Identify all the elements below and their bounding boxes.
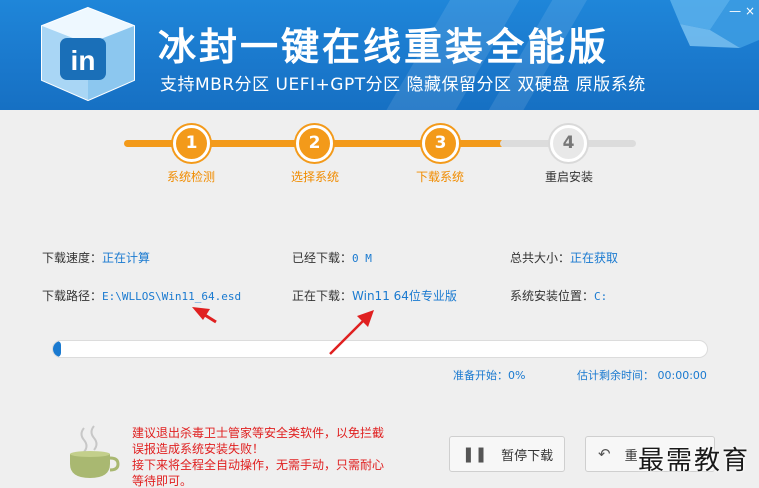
total-size: 总共大小：正在获取	[510, 249, 618, 266]
coffee-cup-icon	[70, 425, 120, 478]
install-location-value: C:	[594, 290, 608, 303]
download-path-value: E:\WLLOS\Win11_64.esd	[102, 290, 242, 303]
download-speed-value: 正在计算	[102, 251, 151, 265]
step-1-label: 系统检测	[166, 170, 215, 184]
step-2-circle: 2	[296, 125, 333, 162]
step-3-label: 下载系统	[415, 170, 464, 184]
crystal-decoration-icon	[670, 0, 759, 48]
logo-text: in	[71, 45, 96, 76]
current-download: 正在下载：Win11 64位专业版	[292, 287, 457, 304]
total-size-value: 正在获取	[570, 251, 619, 265]
step-3-circle: 3	[422, 125, 459, 162]
app-subtitle: 支持MBR分区 UEFI+GPT分区 隐藏保留分区 双硬盘 原版系统	[160, 75, 646, 95]
restart-label: 重	[624, 448, 638, 464]
download-path-label: 下载路径：	[42, 289, 103, 303]
header-banner: in 冰封一键在线重装全能版 支持MBR分区 UEFI+GPT分区 隐藏保留分区…	[0, 0, 759, 110]
window-controls[interactable]: — ×	[729, 4, 755, 18]
download-progress-bar	[52, 340, 708, 358]
download-speed-label: 下载速度：	[42, 251, 103, 265]
downloaded-value: 0 M	[352, 252, 372, 265]
step-1-circle: 1	[173, 125, 210, 162]
warning-line-3: 接下来将全程全自动操作，无需手动，只需耐心	[132, 458, 385, 472]
progress-stepper: 1 2 3 4 系统检测 选择系统 下载系统 重启安装	[0, 118, 759, 188]
watermark: 最需教育	[638, 446, 751, 476]
install-location-label: 系统安装位置：	[510, 289, 595, 303]
downloaded-amount: 已经下载：0 M	[292, 249, 372, 266]
restart-button[interactable]: ↶ 重	[585, 436, 715, 472]
time-remaining: 估计剩余时间： 00:00:00	[577, 369, 707, 382]
pause-download-button[interactable]: ❚❚ 暂停下载	[449, 436, 565, 472]
pause-download-label: 暂停下载	[501, 448, 554, 464]
download-speed: 下载速度：正在计算	[42, 249, 150, 266]
path-arrow-icon	[192, 307, 217, 324]
current-download-value: Win11 64位专业版	[352, 289, 457, 303]
progress-status: 准备开始：0%	[453, 369, 526, 382]
warning-message: 建议退出杀毒卫士管家等安全类软件，以免拦截 误报造成系统安装失败！ 接下来将全程…	[132, 425, 422, 488]
app-title: 冰封一键在线重装全能版	[158, 25, 610, 69]
install-location: 系统安装位置：C:	[510, 287, 607, 304]
step-4-circle: 4	[550, 125, 587, 162]
current-download-label: 正在下载：	[292, 289, 353, 303]
downloaded-label: 已经下载：	[292, 251, 353, 265]
ice-cube-logo-icon: in	[41, 6, 135, 102]
download-progress-fill	[53, 341, 61, 357]
warning-line-1: 建议退出杀毒卫士管家等安全类软件，以免拦截	[132, 426, 385, 440]
total-size-label: 总共大小：	[510, 251, 571, 265]
warning-line-4: 等待即可。	[132, 474, 193, 488]
undo-arrow-icon: ↶	[598, 445, 611, 463]
warning-line-2: 误报造成系统安装失败！	[132, 442, 265, 456]
step-4-label: 重启安装	[544, 170, 593, 184]
step-2-label: 选择系统	[290, 170, 339, 184]
download-path: 下载路径：E:\WLLOS\Win11_64.esd	[42, 287, 241, 304]
pause-icon: ❚❚	[462, 445, 488, 463]
